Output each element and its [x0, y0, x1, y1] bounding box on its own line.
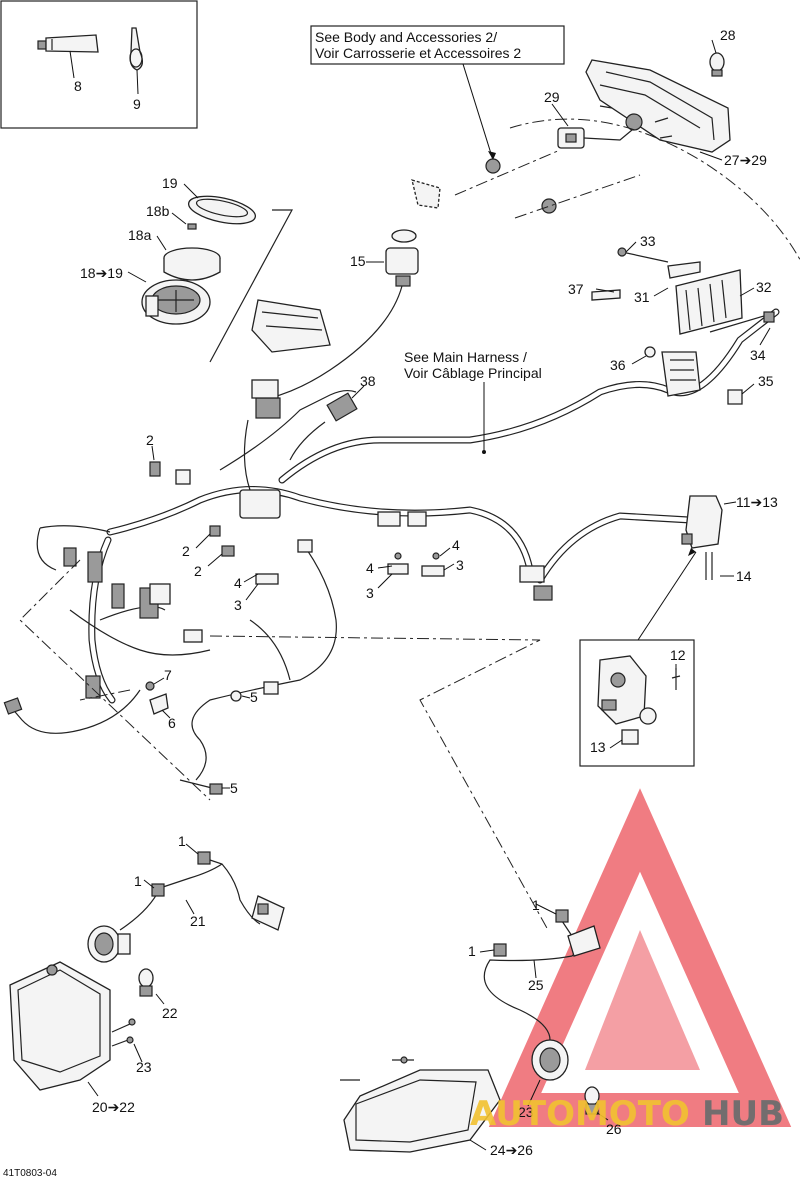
gauge-cluster-group: 19 18b 18a 18➔19 [80, 175, 331, 363]
fuse-relay-group: 33 37 31 32 36 34 35 [568, 233, 775, 405]
harness-connector-cluster [63, 379, 553, 699]
callout-35: 35 [758, 373, 774, 389]
callout-18a: 18a [128, 227, 152, 243]
callout-3b: 3 [366, 585, 374, 601]
lower-harness-clips: 7 5 6 5 [145, 667, 258, 796]
callout-7: 7 [164, 667, 172, 683]
callout-14: 14 [736, 568, 752, 584]
clips-and-brackets: 2 2 2 4 3 4 3 4 3 [146, 432, 464, 613]
grommet-part [485, 158, 501, 174]
headlight-housing-left [9, 961, 111, 1091]
left-headlight-assembly: 1 1 21 22 23 20➔22 [9, 833, 285, 1115]
headlight-socket-left [87, 925, 131, 963]
gauge-mount-bracket [251, 299, 331, 353]
handlebar-switch-group: 11➔13 14 12 13 [579, 494, 778, 767]
callout-25: 25 [528, 977, 544, 993]
figure-id: 41T0803-04 [3, 1168, 57, 1179]
callout-24-26: 24➔26 [490, 1142, 533, 1158]
callout-22: 22 [162, 1005, 178, 1021]
gauge-body-18 [141, 279, 211, 325]
callout-26: 26 [606, 1121, 622, 1137]
gauge-bezel-19 [187, 195, 257, 225]
callout-9: 9 [133, 96, 141, 112]
callout-32: 32 [756, 279, 772, 295]
callout-2b: 2 [182, 543, 190, 559]
callout-15: 15 [350, 253, 366, 269]
callout-2a: 2 [146, 432, 154, 448]
main-wiring-harness: 38 See Main Harness / Voir Câblage Princ… [3, 308, 780, 791]
cable-tie-part [129, 27, 144, 71]
tail-light-assembly: 28 29 27➔29 [454, 27, 800, 261]
callout-1a: 1 [178, 833, 186, 849]
callout-27-29: 27➔29 [724, 152, 767, 168]
right-headlight-assembly: 1 1 25 23 26 24➔26 [340, 897, 622, 1158]
callout-29: 29 [544, 89, 560, 105]
watermark-logo [488, 788, 792, 1127]
gauge-lens-18a [163, 247, 221, 281]
callout-6: 6 [168, 715, 176, 731]
callout-4a: 4 [234, 575, 242, 591]
callout-18b: 18b [146, 203, 170, 219]
headlight-socket-right [531, 1039, 569, 1081]
callout-34: 34 [750, 347, 766, 363]
grommet-part [541, 198, 557, 214]
grease-tube-part [37, 34, 99, 53]
watermark-text-hub: HUB [702, 1094, 784, 1134]
note-harness-line2: Voir Câblage Principal [404, 365, 542, 381]
watermark-text-automoto: AUTOMOTO [470, 1094, 690, 1134]
callout-8: 8 [74, 78, 82, 94]
connector-38: 38 [289, 373, 376, 461]
note-body-line1: See Body and Accessories 2/ [315, 29, 497, 45]
callout-33: 33 [640, 233, 656, 249]
callout-36: 36 [610, 357, 626, 373]
callout-31: 31 [634, 289, 650, 305]
callout-11-13: 11➔13 [736, 494, 778, 510]
callout-2c: 2 [194, 563, 202, 579]
callout-1c: 1 [532, 897, 540, 913]
note-body-line2: Voir Carrosserie et Accessoires 2 [315, 45, 521, 61]
callout-3a: 3 [234, 597, 242, 613]
clip-part-18b [187, 223, 197, 230]
watermark-text: AUTOMOTO HUB [470, 1094, 784, 1134]
callout-5a: 5 [250, 689, 258, 705]
note-body-accessories: See Body and Accessories 2/ Voir Carross… [310, 25, 565, 161]
inset-box-consumables: 8 9 [0, 0, 198, 129]
callout-4c: 4 [452, 537, 460, 553]
callout-19: 19 [162, 175, 178, 191]
callout-1d: 1 [468, 943, 476, 959]
ignition-switch-15: 15 [269, 179, 441, 399]
callout-18-19: 18➔19 [80, 265, 123, 281]
callout-23b: 23 [518, 1104, 534, 1120]
bulb-part-28 [709, 52, 725, 77]
headlight-bulb-right [584, 1086, 600, 1115]
callout-20-22: 20➔22 [92, 1099, 135, 1115]
callout-1b: 1 [134, 873, 142, 889]
callout-3c: 3 [456, 557, 464, 573]
reference-lines [19, 559, 549, 931]
callout-38: 38 [360, 373, 376, 389]
callout-13: 13 [590, 739, 606, 755]
callout-5b: 5 [230, 780, 238, 796]
callout-23a: 23 [136, 1059, 152, 1075]
headlight-bulb-left [138, 968, 154, 997]
callout-4b: 4 [366, 560, 374, 576]
callout-37: 37 [568, 281, 584, 297]
callout-28: 28 [720, 27, 736, 43]
callout-21: 21 [190, 913, 206, 929]
socket-connector-29 [557, 105, 673, 149]
note-harness-line1: See Main Harness / [404, 349, 527, 365]
callout-12: 12 [670, 647, 686, 663]
